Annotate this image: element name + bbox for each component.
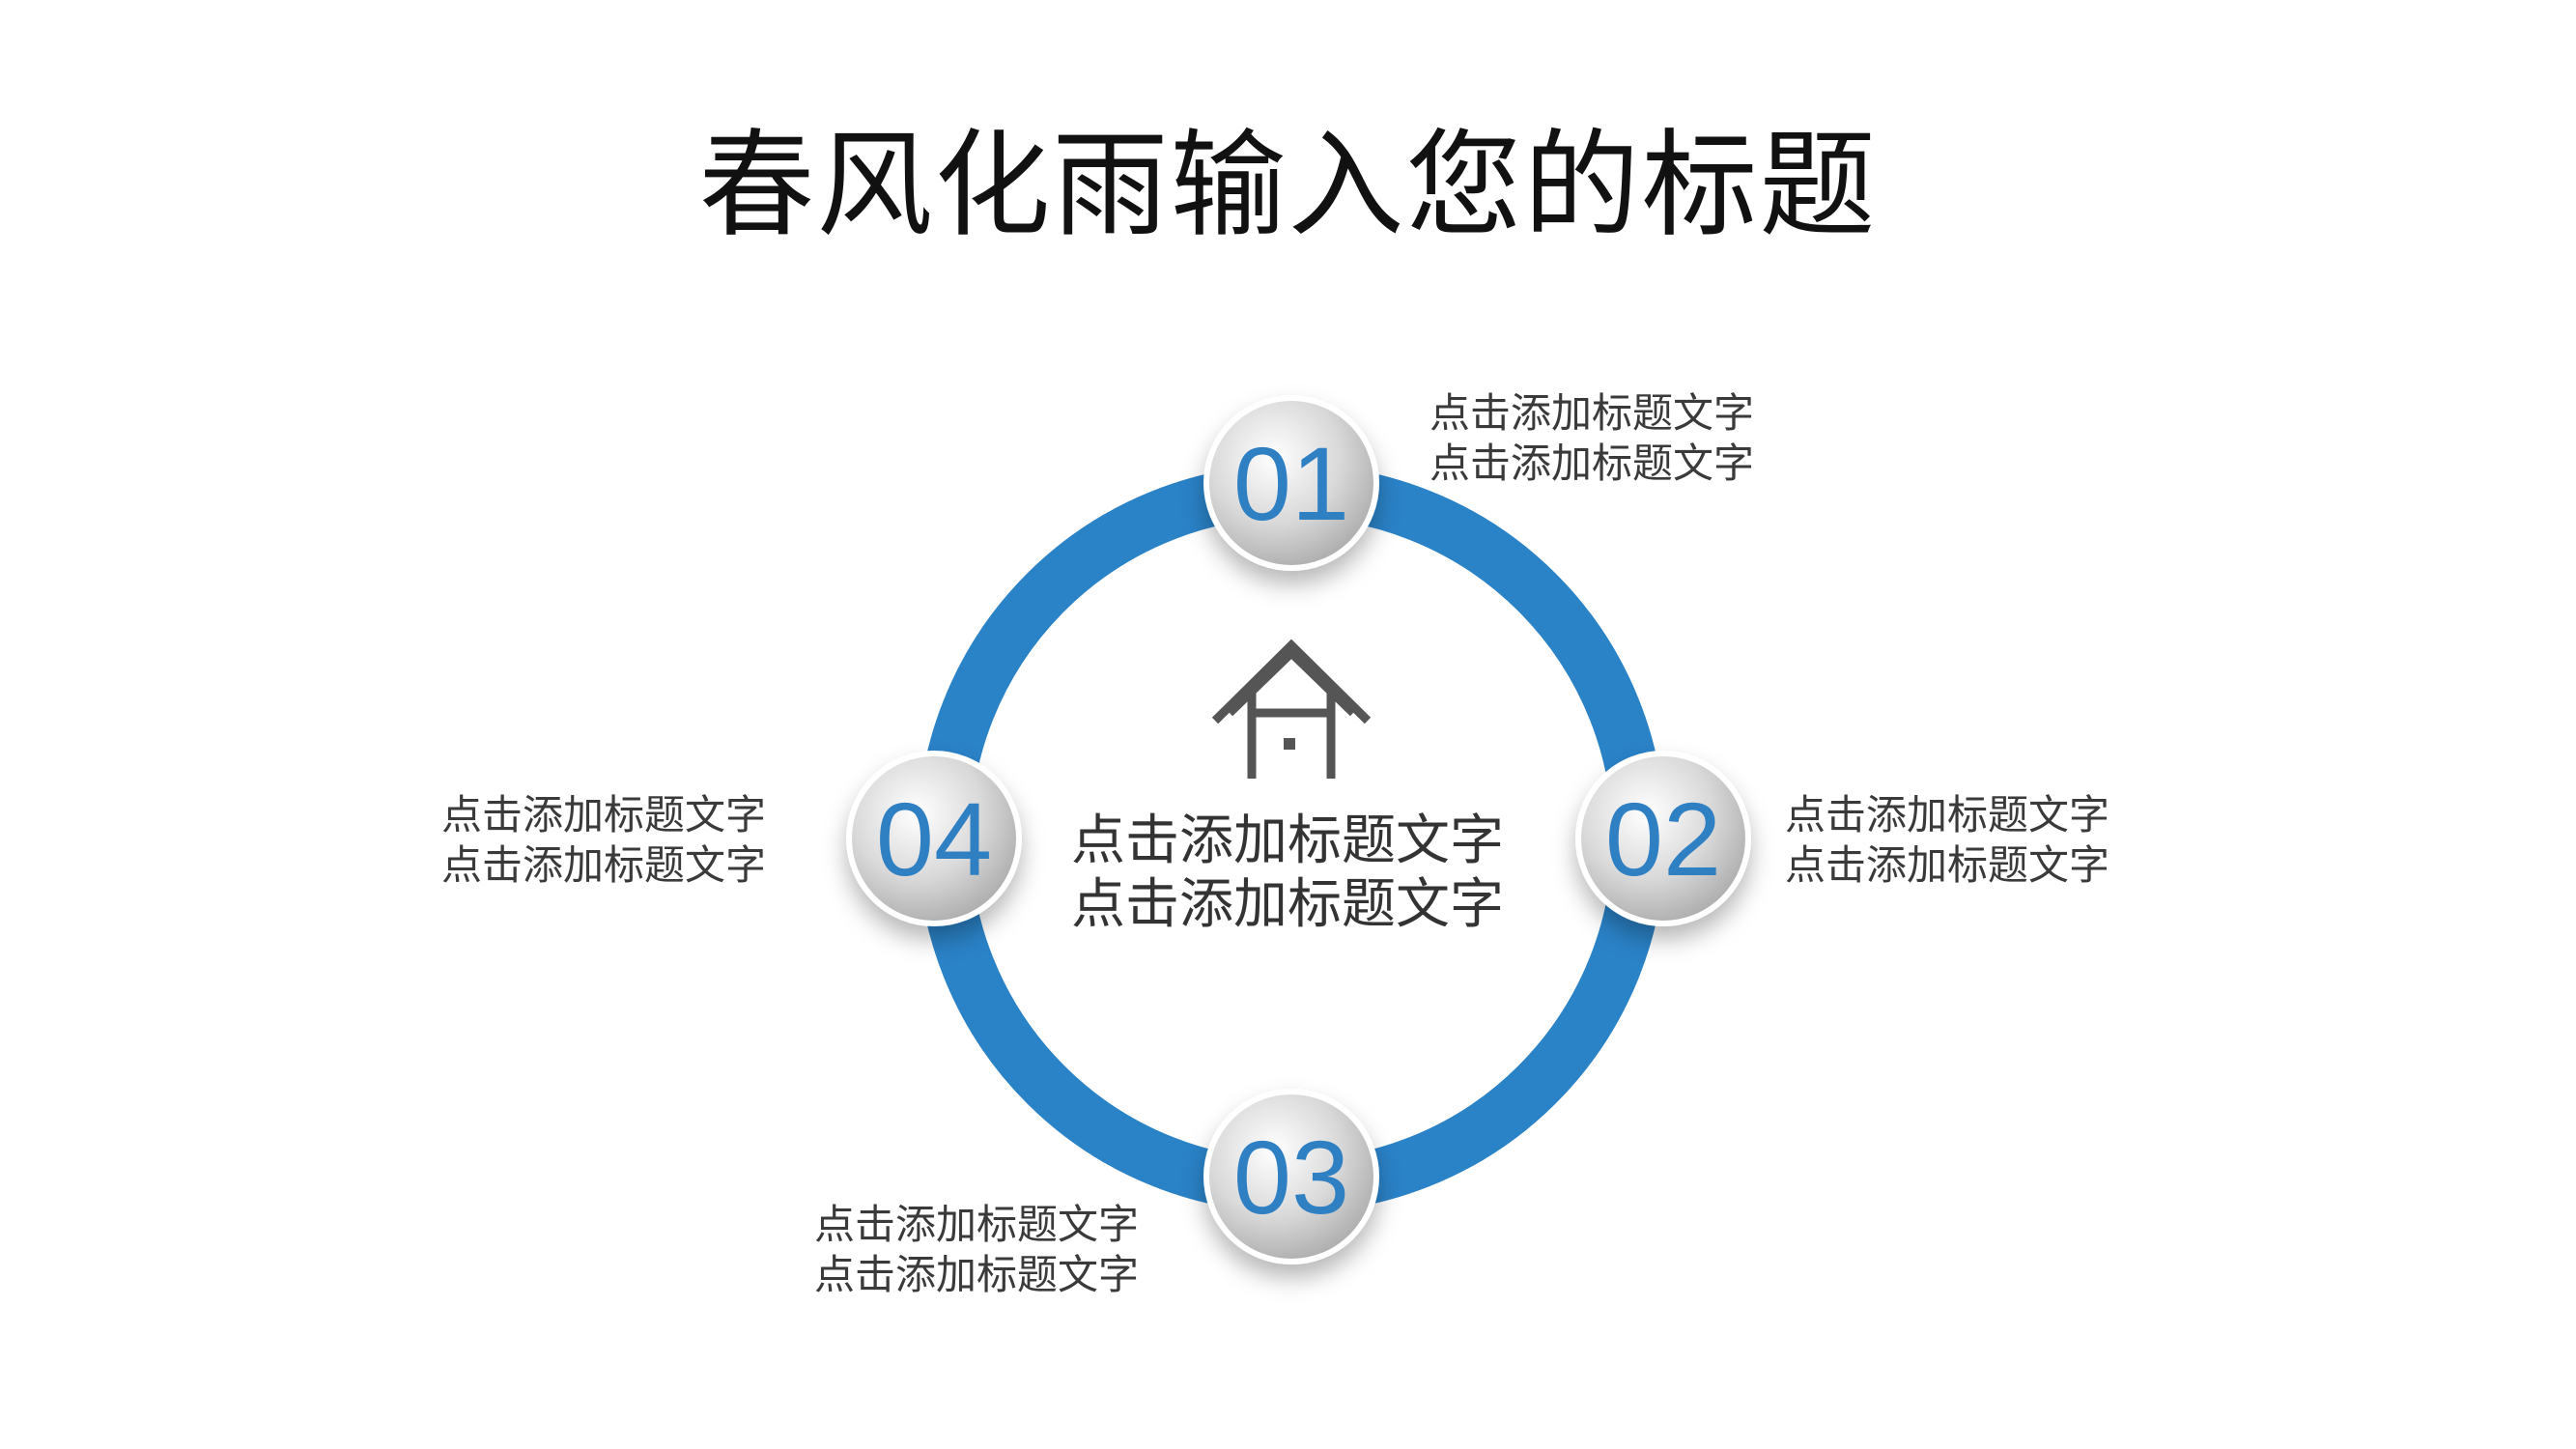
node-02-text: 点击添加标题文字 点击添加标题文字 xyxy=(1785,790,2109,891)
center-text-line-1: 点击添加标题文字 xyxy=(1071,810,1504,872)
node-04-text: 点击添加标题文字 点击添加标题文字 xyxy=(441,790,766,891)
node-01-label: 01 xyxy=(1233,425,1349,542)
node-02: 02 xyxy=(1575,751,1751,926)
node-04: 04 xyxy=(846,751,1022,926)
node-04-text-line-2: 点击添加标题文字 xyxy=(441,841,767,889)
node-02-label: 02 xyxy=(1605,781,1721,897)
center-text: 点击添加标题文字 点击添加标题文字 xyxy=(1046,810,1529,937)
center-text-line-2: 点击添加标题文字 xyxy=(1071,873,1504,936)
node-04-text-line-1: 点击添加标题文字 xyxy=(441,791,767,838)
house-icon xyxy=(1211,639,1372,779)
node-02-text-line-1: 点击添加标题文字 xyxy=(1785,791,2110,838)
page-title: 春风化雨输入您的标题 xyxy=(698,119,1878,253)
node-01: 01 xyxy=(1203,395,1379,571)
node-03-text-line-2: 点击添加标题文字 xyxy=(814,1251,1140,1298)
node-01-text-line-2: 点击添加标题文字 xyxy=(1430,440,1755,487)
node-01-text: 点击添加标题文字 点击添加标题文字 xyxy=(1430,388,1754,489)
node-01-text-line-1: 点击添加标题文字 xyxy=(1430,389,1755,437)
node-03-text: 点击添加标题文字 点击添加标题文字 xyxy=(814,1200,1139,1300)
node-03-label: 03 xyxy=(1233,1119,1349,1236)
node-04-label: 04 xyxy=(876,781,992,897)
node-03-text-line-1: 点击添加标题文字 xyxy=(814,1201,1140,1248)
node-02-text-line-2: 点击添加标题文字 xyxy=(1785,841,2110,889)
node-03: 03 xyxy=(1203,1089,1379,1264)
